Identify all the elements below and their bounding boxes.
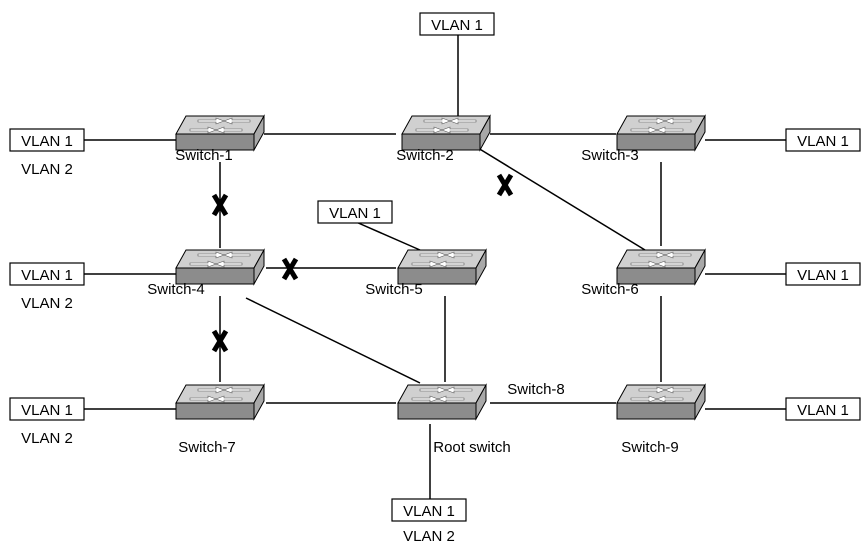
vlan-label: VLAN 1 [403, 503, 455, 520]
network-switch-icon[interactable] [401, 115, 491, 151]
network-switch-icon[interactable] [616, 115, 706, 151]
vlan-label: VLAN 1 [797, 133, 849, 150]
vlan-label: VLAN 1 [21, 133, 73, 150]
network-switch-icon[interactable] [175, 249, 265, 285]
network-switch-icon[interactable] [175, 384, 265, 420]
switch-label-9: Switch-9 [621, 439, 679, 456]
switch-labels: Switch-1 Switch-2 Switch-3 Switch-4 Swit… [147, 147, 679, 456]
vlan-label: VLAN 1 [329, 205, 381, 222]
vlan-box [785, 128, 861, 152]
switch-label-7: Switch-7 [178, 439, 236, 456]
vlan-label: VLAN 1 [21, 402, 73, 419]
link-s2-s6-blocked [477, 147, 646, 251]
vlan-box [9, 262, 85, 286]
vlan-label: VLAN 2 [21, 295, 73, 312]
vlan-box [419, 12, 495, 36]
switch-label-6: Switch-6 [581, 281, 639, 298]
network-switch-icon[interactable] [616, 249, 706, 285]
vlan-boxes: VLAN 1 VLAN 2 VLAN 1 VLAN 1 VLAN 1 VLAN … [9, 12, 861, 545]
network-switch-icon[interactable] [397, 384, 487, 420]
switch-label-root: Root switch [433, 439, 511, 456]
x-mark-icon [284, 259, 296, 279]
network-switch-icon[interactable] [175, 115, 265, 151]
vlan-box [785, 262, 861, 286]
switch-label-2: Switch-2 [396, 147, 454, 164]
vlan-box [785, 397, 861, 421]
network-switch-icon[interactable] [616, 384, 706, 420]
switch-label-1: Switch-1 [175, 147, 233, 164]
vlan-box [317, 200, 393, 224]
switch-label-4: Switch-4 [147, 281, 205, 298]
link-s4-root [245, 297, 421, 384]
switch-label-5: Switch-5 [365, 281, 423, 298]
vlan-label: VLAN 2 [21, 430, 73, 447]
x-mark-icon [499, 175, 511, 195]
vlan-box [9, 128, 85, 152]
switch-label-8: Switch-8 [507, 381, 565, 398]
vlan-label: VLAN 1 [21, 267, 73, 284]
vlan-label: VLAN 1 [797, 267, 849, 284]
vlan-label: VLAN 2 [21, 161, 73, 178]
vlan-link-s5 [355, 221, 421, 251]
vlan-box [9, 397, 85, 421]
vlan-label: VLAN 1 [431, 17, 483, 34]
switch-label-3: Switch-3 [581, 147, 639, 164]
network-switch-icon[interactable] [397, 249, 487, 285]
vlan-label: VLAN 1 [797, 402, 849, 419]
vlan-box [391, 498, 467, 522]
vlan-label: VLAN 2 [403, 528, 455, 545]
